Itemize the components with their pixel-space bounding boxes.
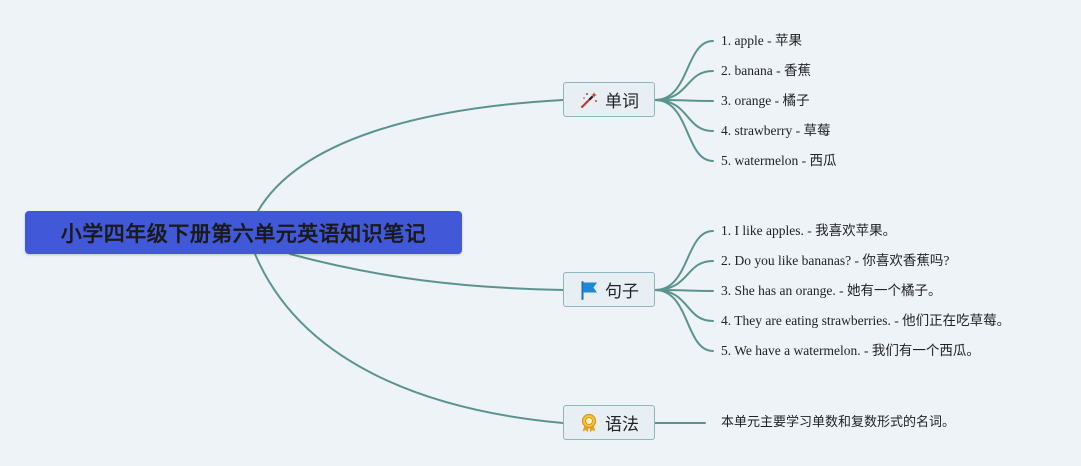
connector-sentence-1 <box>654 230 714 291</box>
branch-words-label: 单词 <box>605 92 639 112</box>
branch-words[interactable]: 单词 <box>563 82 655 117</box>
branch-sentences[interactable]: 句子 <box>563 272 655 307</box>
sentence-item[interactable]: 2. Do you like bananas? - 你喜欢香蕉吗? <box>721 253 950 268</box>
word-item[interactable]: 2. banana - 香蕉 <box>721 63 811 78</box>
connector-root-words <box>257 99 564 212</box>
sentence-item[interactable]: 1. I like apples. - 我喜欢苹果。 <box>721 223 897 238</box>
connector-sentence-5 <box>654 289 714 352</box>
sentence-item[interactable]: 3. She has an orange. - 她有一个橘子。 <box>721 283 942 298</box>
sentence-item[interactable]: 4. They are eating strawberries. - 他们正在吃… <box>721 313 1011 328</box>
word-item[interactable]: 5. watermelon - 西瓜 <box>721 153 837 168</box>
connector-root-sentences <box>289 253 564 291</box>
branch-sentences-label: 句子 <box>605 282 639 302</box>
connector-word-1 <box>654 40 714 101</box>
branch-grammar-label: 语法 <box>605 415 639 435</box>
word-item[interactable]: 3. orange - 橘子 <box>721 93 810 108</box>
word-item[interactable]: 1. apple - 苹果 <box>721 33 802 48</box>
connector-word-5 <box>654 99 714 162</box>
word-item[interactable]: 4. strawberry - 草莓 <box>721 123 831 138</box>
branch-grammar[interactable]: 语法 <box>563 405 655 440</box>
magic-wand-icon <box>579 90 599 110</box>
root-topic[interactable]: 小学四年级下册第六单元英语知识笔记 <box>25 211 462 254</box>
award-ribbon-icon <box>579 413 599 433</box>
grammar-item[interactable]: 本单元主要学习单数和复数形式的名词。 <box>721 415 956 430</box>
connector-root-grammar <box>254 253 564 424</box>
flag-icon <box>579 280 599 300</box>
sentence-item[interactable]: 5. We have a watermelon. - 我们有一个西瓜。 <box>721 343 980 358</box>
